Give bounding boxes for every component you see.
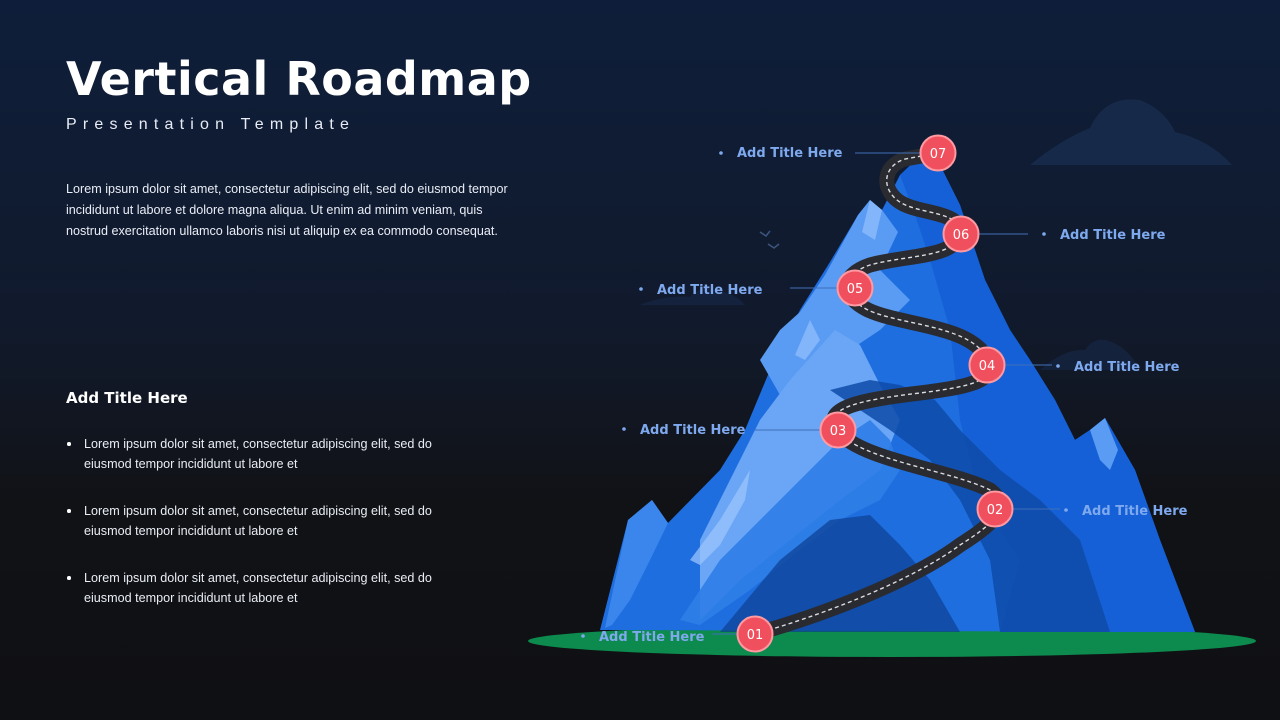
leader-lines [712, 152, 1060, 635]
cloud-icon [1040, 339, 1140, 370]
milestone-number: 06 [953, 228, 970, 243]
milestone-03: 03 Add Title Here [622, 411, 857, 449]
milestone-label: Add Title Here [1074, 360, 1180, 375]
milestone-number: 04 [979, 359, 996, 374]
bird-icon [759, 230, 780, 249]
milestone-number: 03 [830, 424, 847, 439]
milestone-label: Add Title Here [599, 630, 705, 645]
milestone-number: 07 [930, 147, 947, 162]
milestone-label: Add Title Here [1060, 228, 1166, 243]
page-title: Vertical Roadmap [66, 52, 532, 106]
bullet-item: Lorem ipsum dolor sit amet, consectetur … [66, 434, 466, 474]
milestone-01: 01 Add Title Here [581, 615, 774, 653]
milestone-label: Add Title Here [737, 146, 843, 161]
milestone-06: 06 Add Title Here [942, 215, 1166, 253]
bullet-item: Lorem ipsum dolor sit amet, consectetur … [66, 501, 466, 541]
milestone-02: 02 Add Title Here [976, 490, 1188, 528]
milestone-05: 05 Add Title Here [639, 269, 874, 307]
milestone-label: Add Title Here [657, 283, 763, 298]
bullet-item: Lorem ipsum dolor sit amet, consectetur … [66, 568, 466, 608]
milestone-04: 04 Add Title Here [968, 346, 1180, 384]
ground-ellipse [528, 625, 1256, 657]
milestone-label: Add Title Here [1082, 504, 1188, 519]
milestone-label: Add Title Here [640, 423, 746, 438]
milestone-number: 02 [987, 503, 1004, 518]
cloud-icon [1030, 99, 1232, 165]
milestone-number: 01 [747, 628, 764, 643]
milestone-number: 05 [847, 282, 864, 297]
milestone-07: 07 Add Title Here [719, 134, 957, 172]
section-title: Add Title Here [66, 389, 188, 407]
bullet-list: Lorem ipsum dolor sit amet, consectetur … [66, 434, 466, 635]
cloud-icon [640, 288, 745, 305]
page-subtitle: Presentation Template [66, 116, 356, 133]
intro-paragraph: Lorem ipsum dolor sit amet, consectetur … [66, 182, 508, 238]
